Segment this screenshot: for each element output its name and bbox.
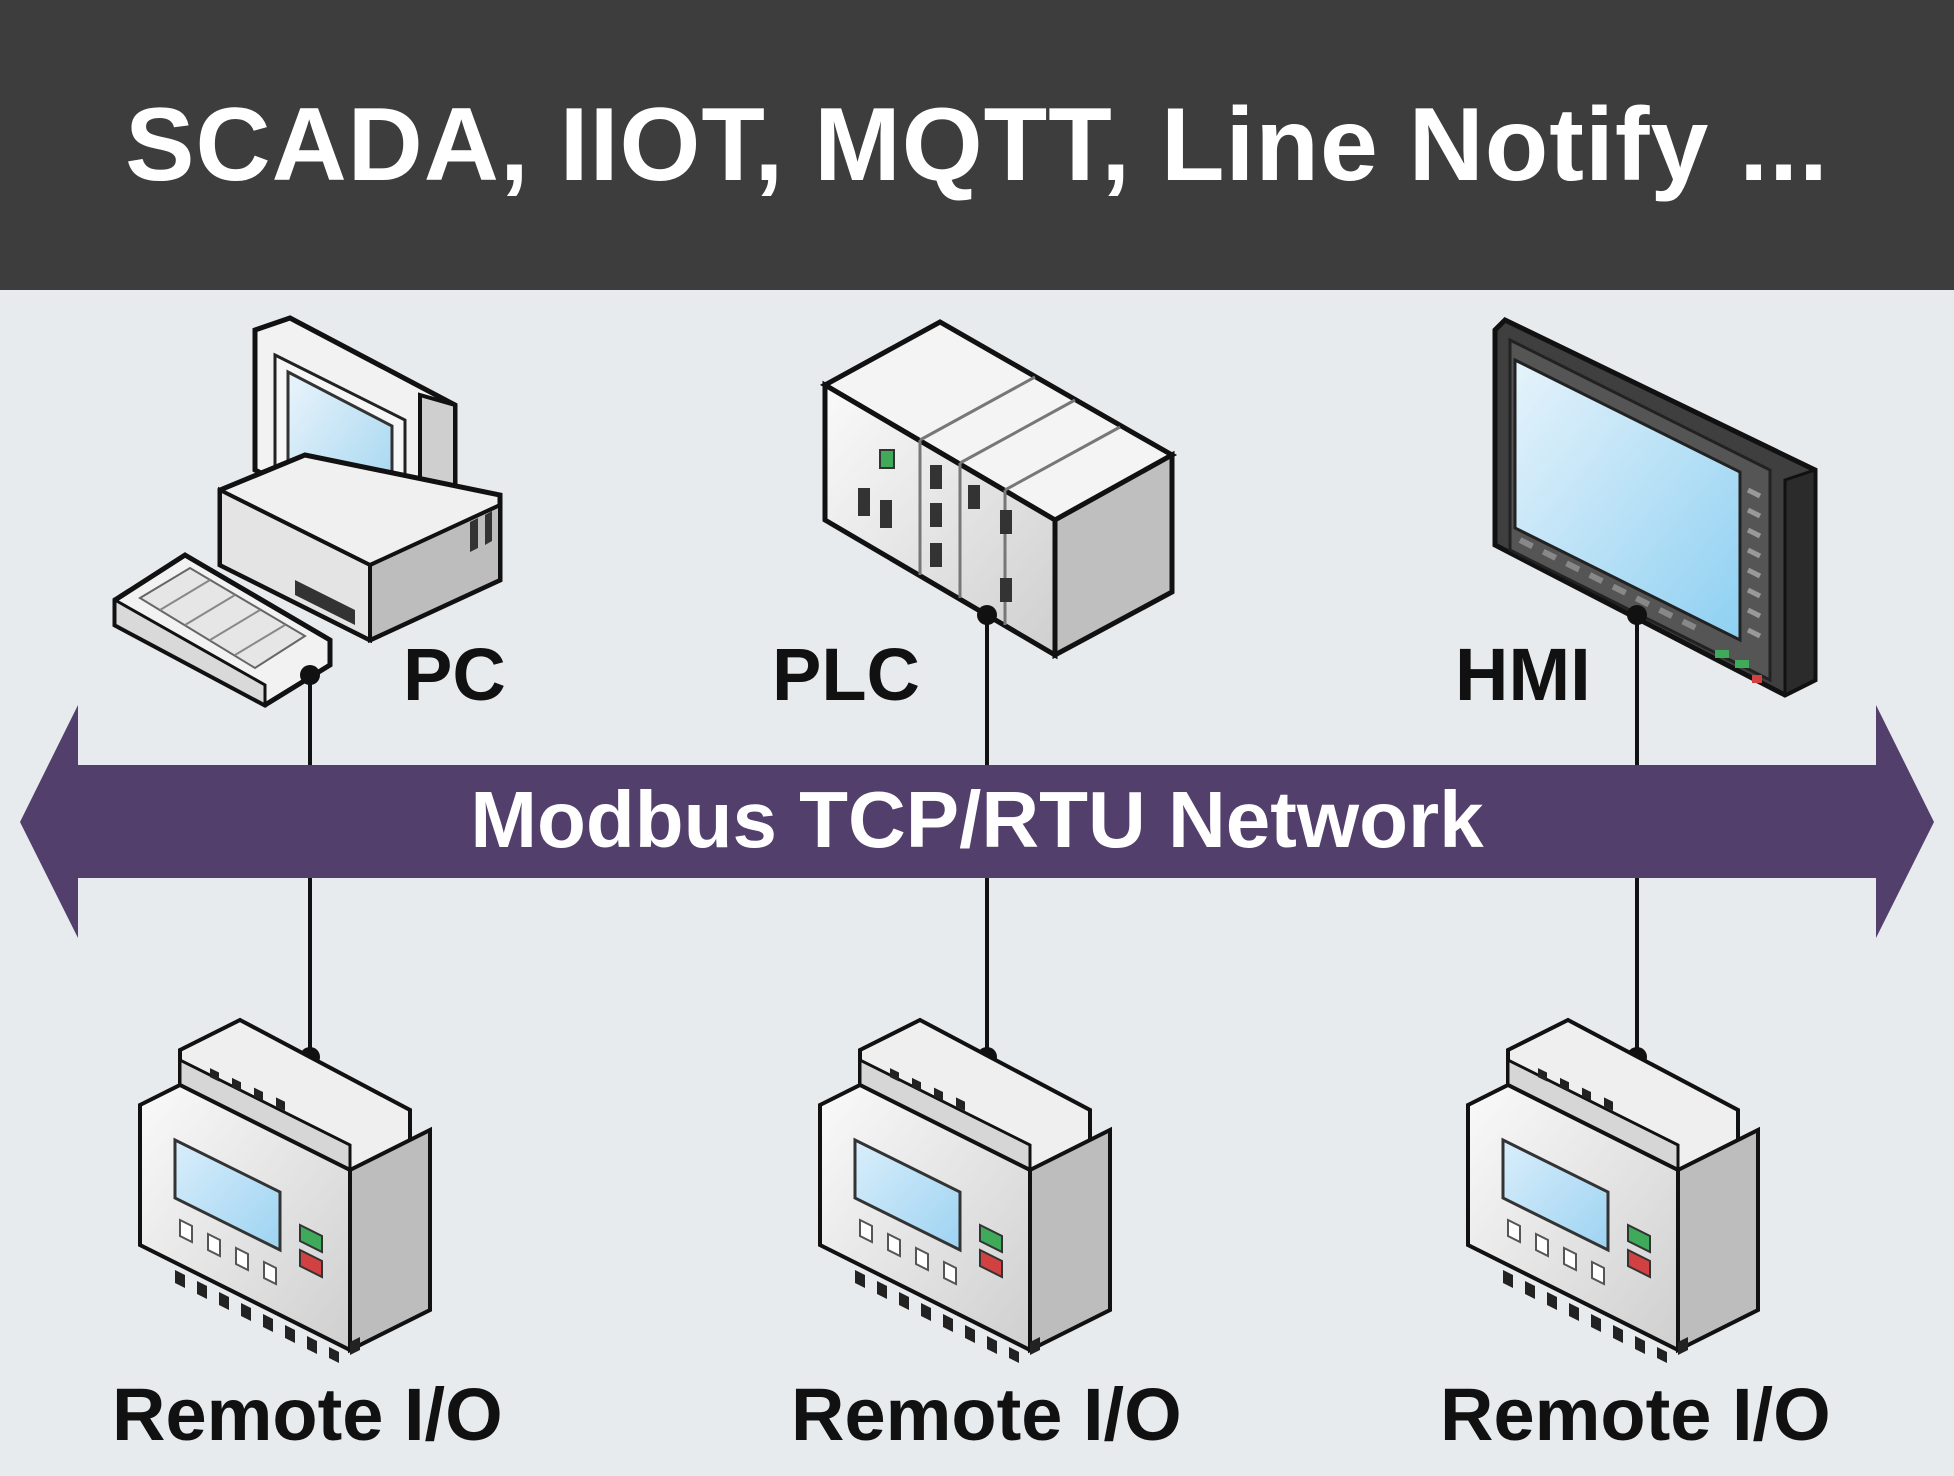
touch-panel-icon: [1492, 316, 1818, 698]
header-bar: SCADA, IIOT, MQTT, Line Notify ...: [0, 0, 1954, 290]
pc-label: PC: [403, 633, 506, 716]
network-label: Modbus TCP/RTU Network: [470, 775, 1484, 864]
remote-io-label: Remote I/O: [791, 1373, 1182, 1456]
plc-label: PLC: [772, 633, 920, 716]
remote-io-module-icon: [138, 1018, 432, 1365]
hmi-label: HMI: [1455, 633, 1591, 716]
remote-io-label: Remote I/O: [112, 1373, 503, 1456]
remote-io-module-icon: [818, 1018, 1112, 1365]
remote-io-label: Remote I/O: [1440, 1373, 1831, 1456]
connection-lines: [308, 615, 1639, 1057]
network-bus-arrow: [20, 705, 1934, 938]
plc-rack-icon: [819, 319, 1178, 660]
page-title: SCADA, IIOT, MQTT, Line Notify ...: [125, 86, 1829, 203]
desktop-computer-icon: [112, 315, 503, 708]
remote-io-module-icon: [1466, 1018, 1760, 1365]
